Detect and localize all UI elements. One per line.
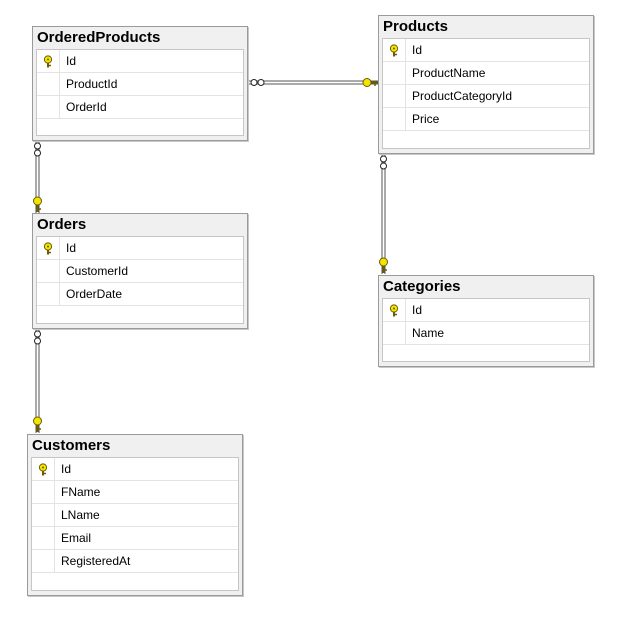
- column-row[interactable]: ProductCategoryId: [383, 85, 589, 108]
- column-name: Id: [61, 462, 72, 476]
- column-row[interactable]: Id: [32, 458, 238, 481]
- column-row[interactable]: Id: [383, 299, 589, 322]
- primary-key-icon: [38, 463, 48, 476]
- column-name: Name: [412, 326, 445, 340]
- row-selector: [32, 458, 55, 480]
- column-name: Id: [66, 54, 77, 68]
- column-row[interactable]: RegisteredAt: [32, 550, 238, 573]
- row-selector: [32, 481, 55, 503]
- column-name: LName: [61, 508, 100, 522]
- row-selector: [383, 322, 406, 344]
- column-name: Price: [412, 112, 440, 126]
- row-selector: [37, 283, 60, 305]
- row-selector: [37, 73, 60, 95]
- column-row[interactable]: Email: [32, 527, 238, 550]
- column-row[interactable]: CustomerId: [37, 260, 243, 283]
- primary-key-icon: [43, 55, 53, 68]
- row-selector: [32, 527, 55, 549]
- column-name: FName: [61, 485, 101, 499]
- column-name: Id: [66, 241, 77, 255]
- column-name: ProductId: [66, 77, 118, 91]
- column-row[interactable]: OrderId: [37, 96, 243, 119]
- table-title: Products: [383, 18, 449, 35]
- column-name: Id: [412, 303, 423, 317]
- row-selector: [32, 504, 55, 526]
- column-name: ProductCategoryId: [412, 89, 513, 103]
- primary-key-icon: [389, 304, 399, 317]
- key-icon: [379, 257, 388, 273]
- column-name: CustomerId: [66, 264, 129, 278]
- table-title: OrderedProducts: [37, 29, 161, 46]
- column-name: OrderDate: [66, 287, 123, 301]
- relationship-orderedproducts-orders: [33, 140, 42, 213]
- column-name: Email: [61, 531, 92, 545]
- column-name: RegisteredAt: [61, 554, 131, 568]
- column-row[interactable]: OrderDate: [37, 283, 243, 306]
- primary-key-icon: [43, 242, 53, 255]
- relationship-products-categories: [379, 153, 388, 274]
- infinity-icon: [250, 79, 265, 86]
- row-selector: [37, 50, 60, 72]
- column-row[interactable]: Name: [383, 322, 589, 345]
- column-row[interactable]: LName: [32, 504, 238, 527]
- row-selector: [37, 237, 60, 259]
- column-name: ProductName: [412, 66, 486, 80]
- column-row[interactable]: ProductName: [383, 62, 589, 85]
- row-selector: [37, 96, 60, 118]
- column-name: OrderId: [66, 100, 107, 114]
- column-row[interactable]: Id: [37, 50, 243, 73]
- column-row[interactable]: FName: [32, 481, 238, 504]
- table-title: Orders: [37, 216, 87, 233]
- column-name: Id: [412, 43, 423, 57]
- row-selector: [32, 550, 55, 572]
- relationship-orderedproducts-products: [248, 78, 378, 87]
- row-selector: [383, 85, 406, 107]
- row-selector: [383, 39, 406, 61]
- key-icon: [33, 196, 42, 212]
- row-selector: [37, 260, 60, 282]
- column-row[interactable]: ProductId: [37, 73, 243, 96]
- primary-key-icon: [389, 44, 399, 57]
- key-icon: [362, 78, 378, 87]
- infinity-icon: [34, 330, 41, 345]
- row-selector: [383, 108, 406, 130]
- row-selector: [383, 299, 406, 321]
- table-title: Categories: [383, 278, 461, 295]
- infinity-icon: [34, 142, 41, 157]
- column-row[interactable]: Price: [383, 108, 589, 131]
- table-title: Customers: [32, 437, 111, 454]
- column-row[interactable]: Id: [383, 39, 589, 62]
- row-selector: [383, 62, 406, 84]
- relationship-orders-customers: [33, 328, 42, 433]
- key-icon: [33, 416, 42, 432]
- infinity-icon: [380, 155, 387, 170]
- column-row[interactable]: Id: [37, 237, 243, 260]
